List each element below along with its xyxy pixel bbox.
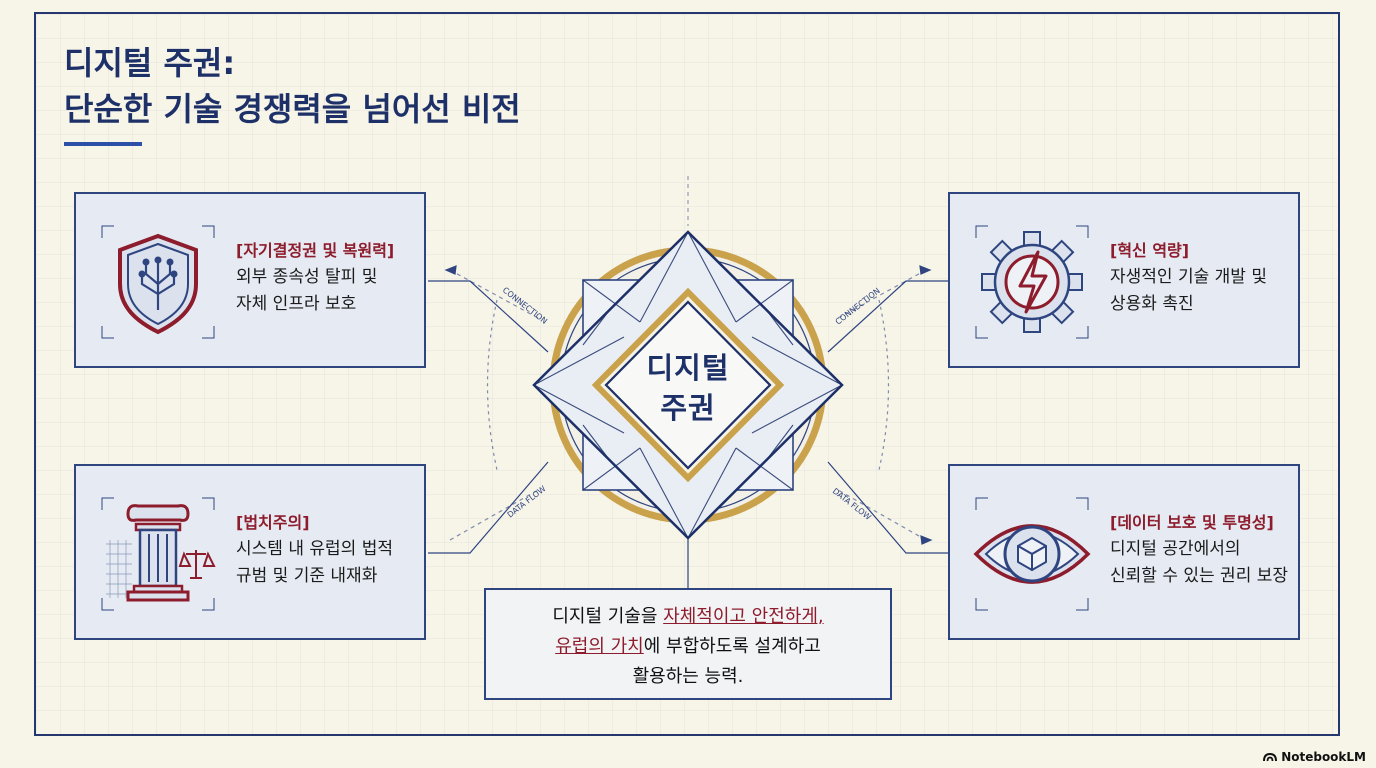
connector-label-top-left: CONNECTION [501, 285, 549, 325]
card-desc-line-1: 시스템 내 유럽의 법적 [236, 539, 393, 559]
inner-diamond [604, 300, 772, 470]
center-label: 디지털 주권 [600, 348, 776, 428]
summary-highlight: 자체적이고 안전하게, [663, 606, 824, 627]
center-label-line-1: 디지털 [646, 351, 730, 385]
card-desc-line-2: 신뢰할 수 있는 권리 보장 [1110, 566, 1289, 586]
card-desc-line-2: 상용화 촉진 [1110, 294, 1194, 314]
column-scales-icon [101, 497, 216, 611]
gear-lightning-icon [975, 225, 1089, 339]
card-desc-line-2: 자체 인프라 보호 [236, 294, 357, 314]
title-line-2: 단순한 기술 경쟁력을 넘어선 비전 [64, 90, 521, 128]
summary-highlight: 유럽의 가치 [555, 636, 644, 657]
title-line-1: 디지털 주권: [64, 44, 236, 82]
summary-box: 디지털 기술을 자체적이고 안전하게, 유럽의 가치에 부합하도록 설계하고 활… [484, 588, 892, 700]
notebooklm-logo-icon [1263, 752, 1278, 762]
card-label: [법치주의] [236, 513, 310, 532]
summary-text: 디지털 기술을 [552, 606, 664, 627]
card-rule-of-law: [법치주의] 시스템 내 유럽의 법적 규범 및 기준 내재화 [74, 464, 426, 640]
center-emblem [532, 230, 844, 540]
connector-label-bottom-right: DATA FLOW [831, 486, 873, 522]
card-desc-line-1: 자생적인 기술 개발 및 [1110, 267, 1267, 287]
summary-line-3: 활용하는 능력. [632, 666, 744, 687]
guide-arc-right [878, 299, 890, 471]
shield-circuit-icon [101, 225, 215, 339]
card-label: [자기결정권 및 복원력] [236, 241, 395, 260]
connector-bottom-left [428, 461, 549, 554]
card-label: [혁신 역량] [1110, 241, 1190, 260]
guide-arc-left [486, 299, 498, 471]
brand-watermark: NotebookLM [1263, 750, 1366, 764]
card-innovation: [혁신 역량] 자생적인 기술 개발 및 상용화 촉진 [948, 192, 1300, 368]
connector-bottom-right [827, 461, 948, 554]
brand-name: NotebookLM [1281, 750, 1366, 764]
card-data-protection: [데이터 보호 및 투명성] 디지털 공간에서의 신뢰할 수 있는 권리 보장 [948, 464, 1300, 640]
summary-line-1: 디지털 기술을 자체적이고 안전하게, [486, 602, 890, 632]
card-self-determination: [자기결정권 및 복원력] 외부 종속성 탈피 및 자체 인프라 보호 [74, 192, 426, 368]
card-desc-line-1: 외부 종속성 탈피 및 [236, 267, 378, 287]
connector-label-bottom-left: DATA FLOW [506, 484, 548, 520]
summary-text: 에 부합하도록 설계하고 [643, 636, 821, 657]
summary-line-2: 유럽의 가치에 부합하도록 설계하고 [486, 632, 890, 662]
page-title: 디지털 주권: 단순한 기술 경쟁력을 넘어선 비전 [64, 40, 521, 132]
connector-top-left [428, 265, 549, 353]
center-label-line-2: 주권 [660, 391, 716, 425]
card-desc-line-1: 디지털 공간에서의 [1110, 539, 1241, 559]
card-label: [데이터 보호 및 투명성] [1110, 513, 1274, 532]
card-desc-line-2: 규범 및 기준 내재화 [236, 566, 378, 586]
connector-top-right [827, 265, 948, 353]
eye-cube-icon [973, 497, 1091, 611]
connector-label-top-right: CONNECTION [834, 286, 882, 326]
title-underline [64, 142, 142, 146]
